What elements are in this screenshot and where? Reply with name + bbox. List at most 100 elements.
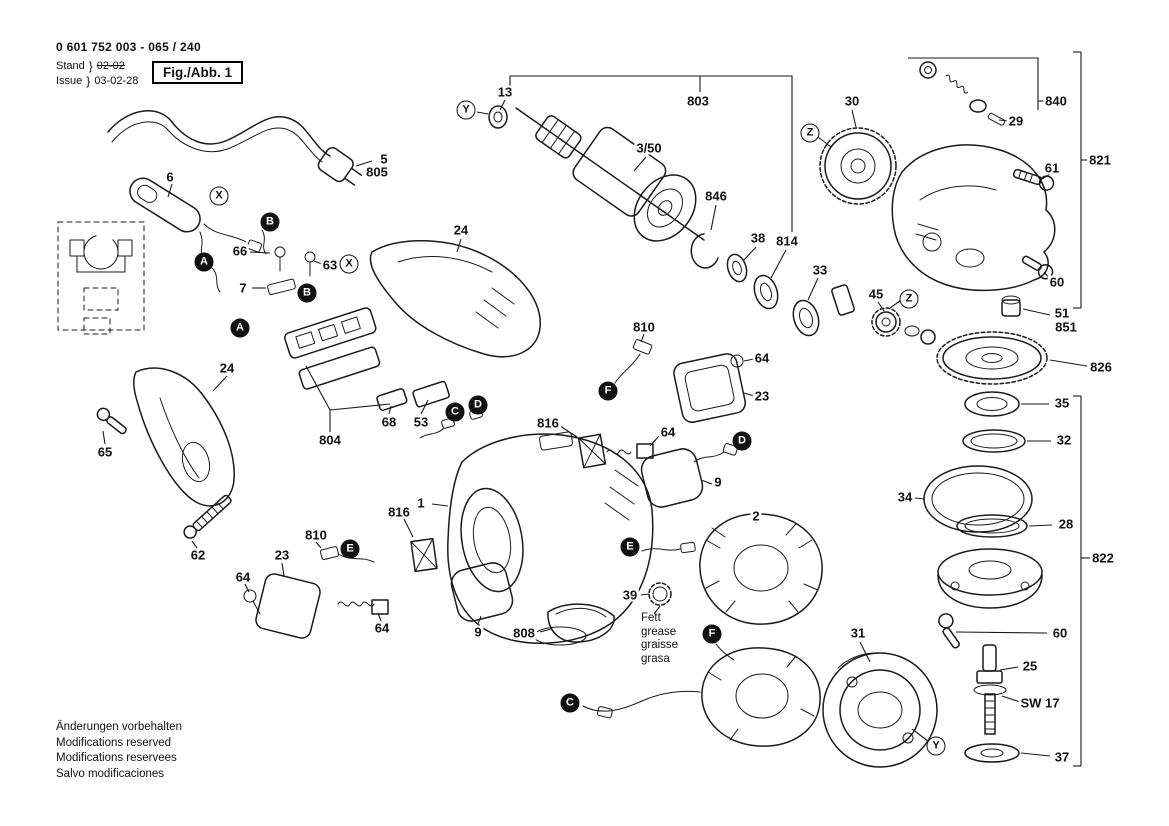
grease-line-es: grasa <box>641 652 670 665</box>
part-callout-60: 60 <box>1047 274 1067 290</box>
spindle-bearing-stack <box>923 391 1043 763</box>
issue-brace: } <box>86 74 91 88</box>
wiring-schematic <box>57 221 145 335</box>
detail-marker-x: X <box>339 254 359 274</box>
part-callout-23: 23 <box>752 388 772 404</box>
bearing-and-washers <box>690 233 855 337</box>
part-callout-68: 68 <box>379 414 399 430</box>
part-callout-62: 62 <box>188 547 208 563</box>
part-callout-sw-17: SW 17 <box>1018 695 1062 711</box>
part-callout-28: 28 <box>1056 516 1076 532</box>
grease-line-fr: graisse <box>641 639 679 652</box>
brush-and-wiring <box>243 339 747 719</box>
part-callout-840: 840 <box>1043 93 1069 109</box>
part-callout-2: 2 <box>750 508 762 524</box>
figure-label: Fig./Abb. 1 <box>152 61 243 84</box>
part-callout-808: 808 <box>511 625 537 641</box>
disclaimer-line-de: Änderungen vorbehalten <box>56 721 182 733</box>
detail-marker-z: Z <box>899 289 919 309</box>
disclaimer-block: Änderungen vorbehalten Modifications res… <box>56 720 182 782</box>
motor-housing <box>447 431 654 646</box>
part-callout-64: 64 <box>372 620 392 636</box>
grease-note: Fett grease graisse grasa <box>641 612 678 666</box>
main-handle <box>369 240 541 358</box>
bearing-flange-31 <box>822 652 938 768</box>
grease-line-de: Fett <box>641 612 661 624</box>
screw-62 <box>183 494 232 539</box>
part-callout-826: 826 <box>1088 359 1114 375</box>
detail-marker-a: A <box>194 252 214 272</box>
stator-lower <box>701 647 821 747</box>
part-callout-803: 803 <box>685 93 711 109</box>
detail-marker-y: Y <box>456 100 476 120</box>
detail-marker-b: B <box>260 212 280 232</box>
part-callout-34: 34 <box>895 489 915 505</box>
part-callout-9: 9 <box>472 624 484 640</box>
part-callout-810: 810 <box>303 527 329 543</box>
part-callout-816: 816 <box>386 504 412 520</box>
part-callout-816: 816 <box>535 415 561 431</box>
detail-marker-d: D <box>732 431 752 451</box>
part-callout-31: 31 <box>848 625 868 641</box>
disclaimer-line-fr: Modifications reservees <box>56 752 177 765</box>
part-callout-60: 60 <box>1050 625 1070 641</box>
stand-label: Stand <box>56 59 85 72</box>
stator-upper <box>699 513 823 625</box>
part-callout-7: 7 <box>237 280 249 296</box>
part-callout-32: 32 <box>1054 432 1074 448</box>
bevel-gear <box>819 127 897 205</box>
part-callout-30: 30 <box>842 93 862 109</box>
part-callout-13: 13 <box>495 84 515 100</box>
stand-brace: } <box>88 59 93 73</box>
part-callout-23: 23 <box>272 547 292 563</box>
part-callout-6: 6 <box>164 169 176 185</box>
detail-marker-f: F <box>598 381 618 401</box>
part-callout-846: 846 <box>703 188 729 204</box>
small-parts-840 <box>919 61 1006 126</box>
part-callout-821: 821 <box>1087 152 1113 168</box>
part-callout-24: 24 <box>217 360 237 376</box>
issue-label: Issue <box>56 74 83 87</box>
part-callout-822: 822 <box>1090 550 1116 566</box>
detail-marker-x: X <box>209 186 229 206</box>
side-handle <box>133 367 235 507</box>
armature-assembly <box>488 105 705 242</box>
part-callout-24: 24 <box>451 222 471 238</box>
detail-marker-e: E <box>620 537 640 557</box>
part-callout-45: 45 <box>866 286 886 302</box>
part-callout-25: 25 <box>1020 658 1040 674</box>
detail-marker-c: C <box>560 693 580 713</box>
part-callout-53: 53 <box>411 414 431 430</box>
part-callout-39: 39 <box>620 587 640 603</box>
part-callout-61: 61 <box>1042 160 1062 176</box>
screw-61 <box>1012 168 1055 191</box>
stand-row: Stand } 02-02 <box>56 59 201 74</box>
gear-housing <box>891 144 1056 317</box>
part-callout-63: 63 <box>320 257 340 273</box>
part-callout-37: 37 <box>1052 749 1072 765</box>
leader-lines <box>102 51 1091 767</box>
title-block: 0 601 752 003 - 065 / 240 Stand } 02-02 … <box>56 40 201 89</box>
part-callout-51: 51 <box>1052 305 1072 321</box>
pinion-45 <box>871 307 936 345</box>
detail-marker-z: Z <box>800 123 820 143</box>
part-callout-29: 29 <box>1006 113 1026 129</box>
part-callout-851: 851 <box>1053 319 1079 335</box>
ring-gear-826 <box>936 331 1048 385</box>
screw-65 <box>96 407 127 435</box>
screw-60-upper <box>1021 255 1054 280</box>
part-callout-66: 66 <box>230 243 250 259</box>
issue-value: 03-02-28 <box>94 74 139 87</box>
detail-marker-e: E <box>340 539 360 559</box>
part-callout-9: 9 <box>712 474 724 490</box>
grease-disc-39 <box>648 582 672 606</box>
detail-marker-a: A <box>230 318 250 338</box>
grip-sleeve <box>129 177 263 263</box>
part-callout-64: 64 <box>752 350 772 366</box>
part-callout-65: 65 <box>95 444 115 460</box>
part-callout-3-50: 3/50 <box>634 140 664 156</box>
part-callout-805: 805 <box>364 164 390 180</box>
air-baffle-808 <box>547 603 615 643</box>
part-callout-814: 814 <box>774 233 800 249</box>
